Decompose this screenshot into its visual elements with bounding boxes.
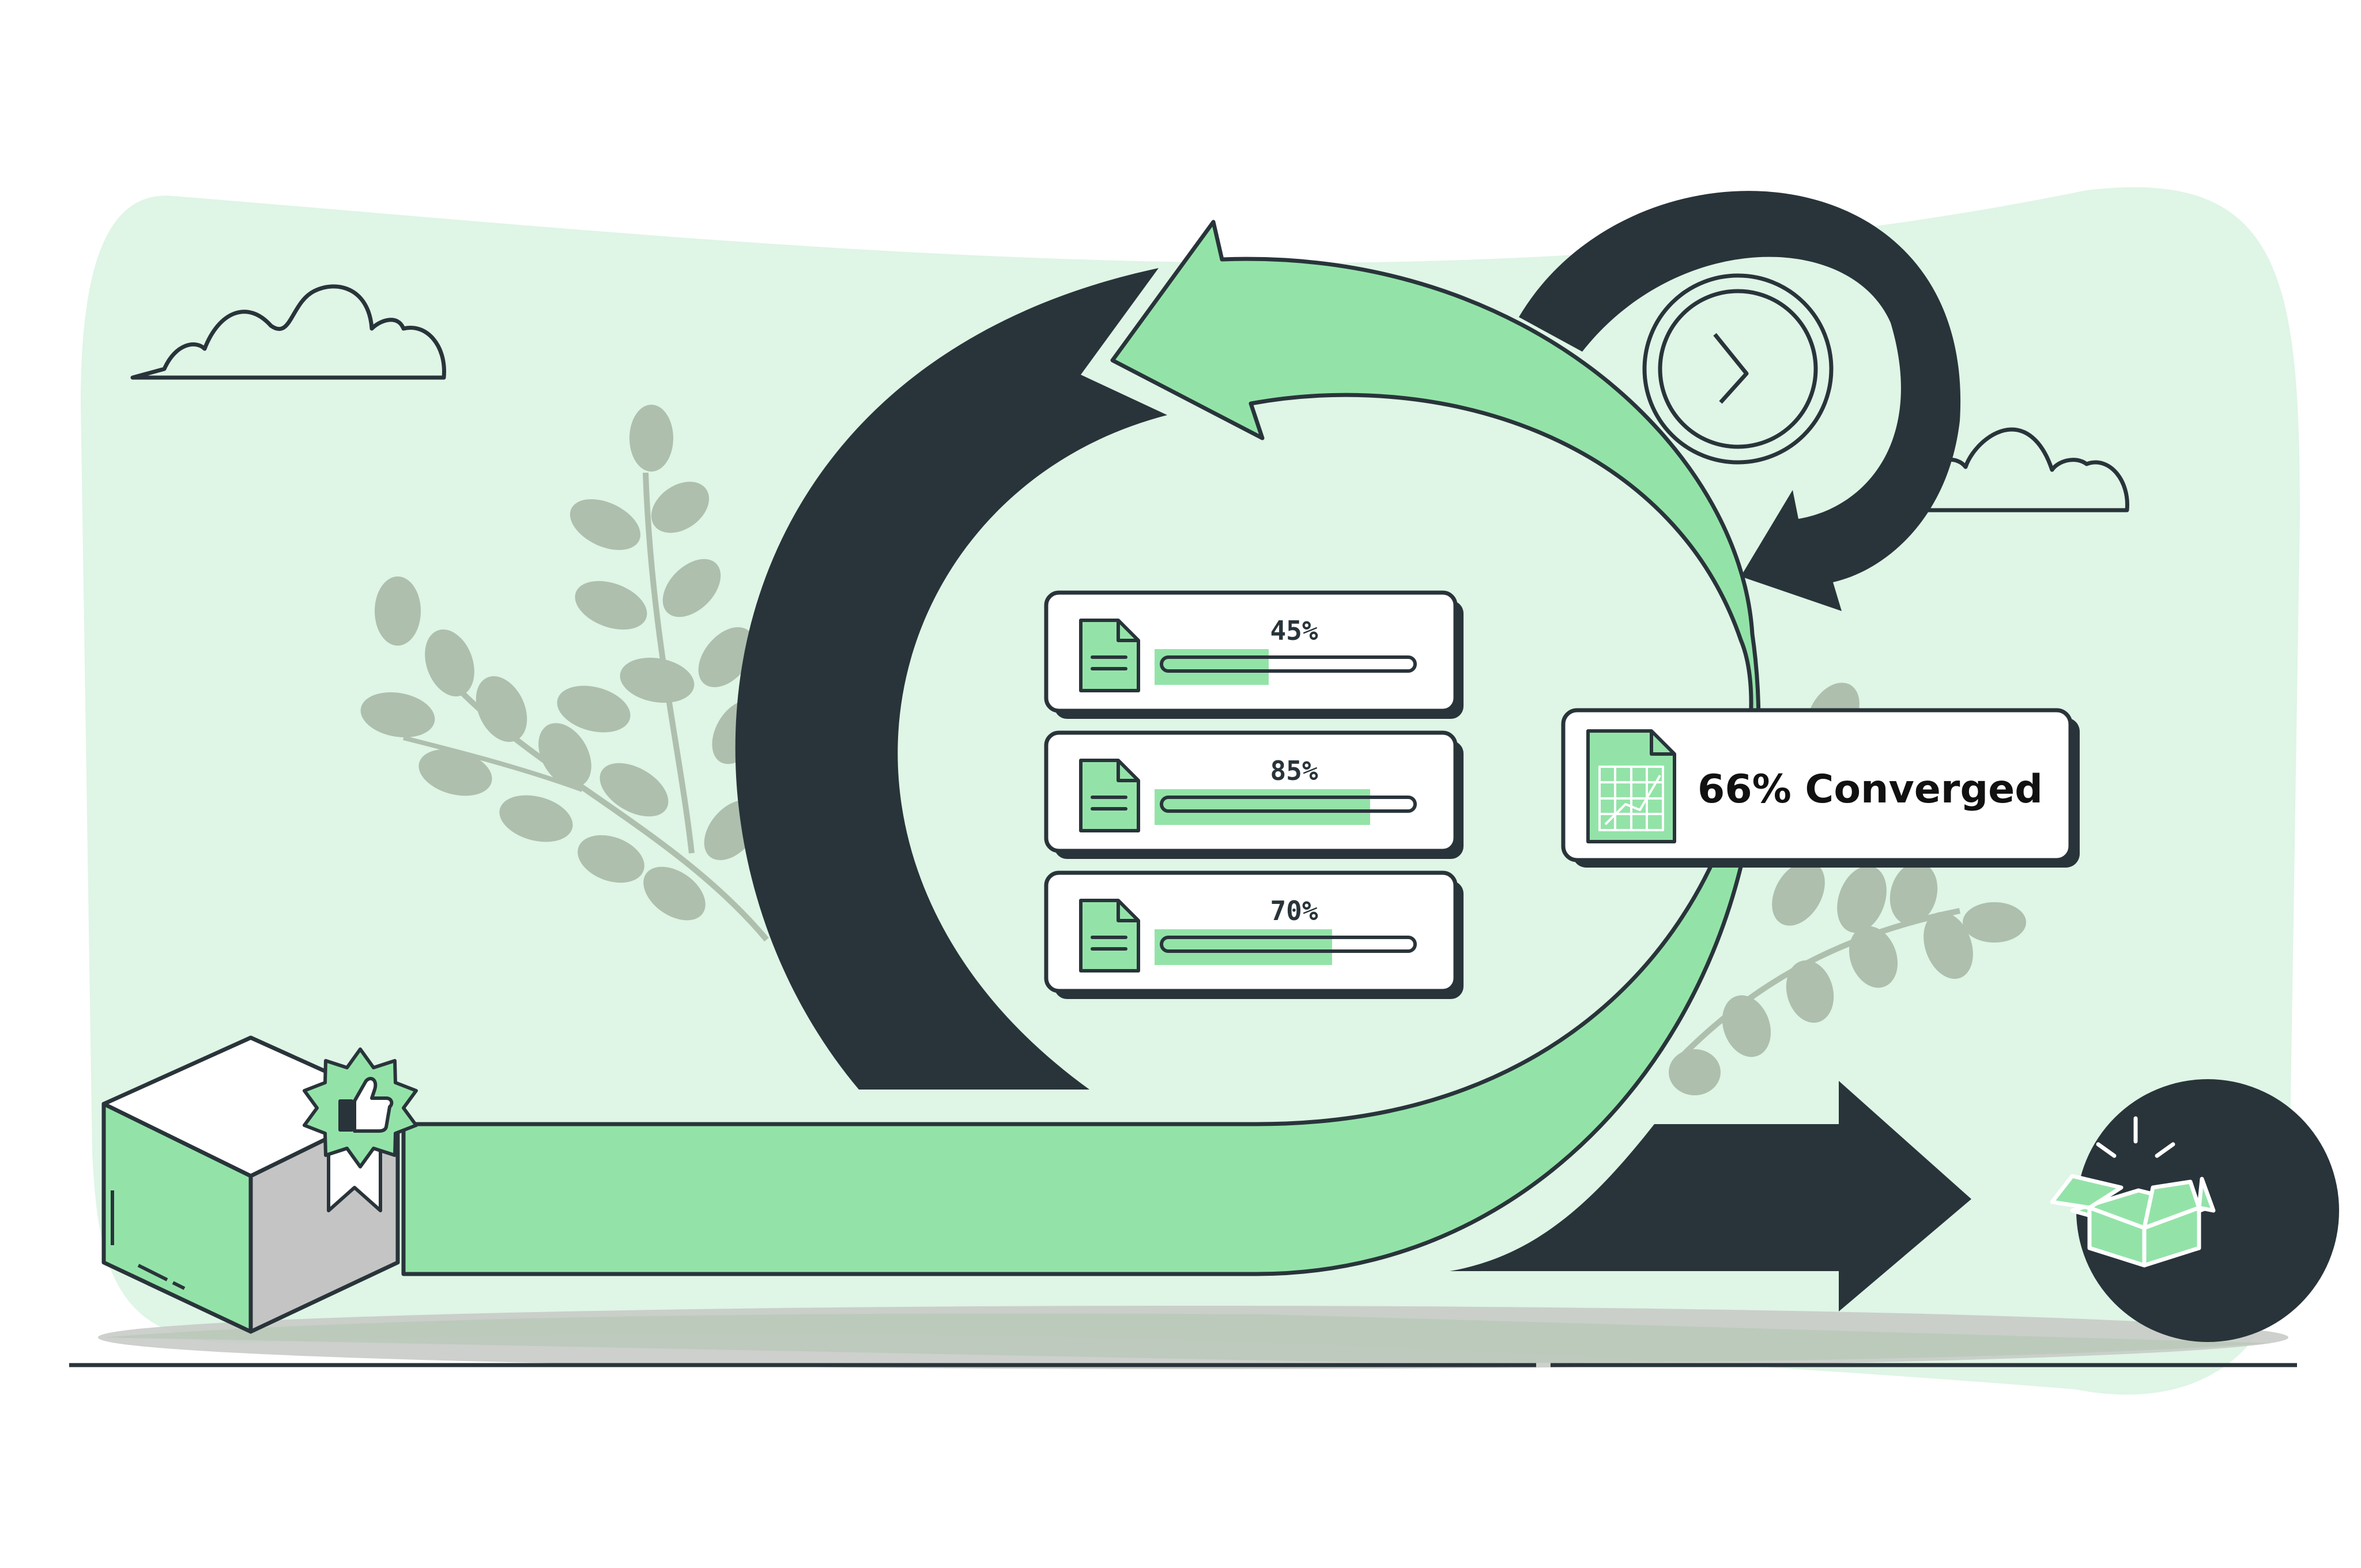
progress-track: [1160, 796, 1417, 813]
progress-percent-label: 85%: [1270, 755, 1318, 786]
cloud-icon: [130, 284, 446, 380]
convergence-label: 66% Converged: [1698, 767, 2043, 812]
clock-icon: [1642, 273, 1834, 465]
progress-card: 85%: [1044, 730, 1464, 859]
cloud-icon: [1923, 427, 2129, 512]
document-icon: [1079, 759, 1140, 832]
progress-percent-label: 45%: [1270, 615, 1318, 646]
ground-shadow-light: [104, 1313, 2271, 1363]
progress-fill: [1155, 789, 1370, 825]
spreadsheet-icon: [1586, 729, 1676, 843]
thumbs-up-badge-icon: [303, 1047, 418, 1212]
progress-list: 45% 85% 70%: [1044, 590, 1464, 999]
document-icon: [1079, 619, 1140, 692]
progress-card: 70%: [1044, 870, 1464, 999]
progress-card: 45%: [1044, 590, 1464, 719]
open-box-icon: [2050, 1079, 2339, 1342]
document-icon: [1079, 899, 1140, 973]
convergence-card: 66% Converged: [1561, 708, 2080, 868]
cycle-arrow-dark: [735, 268, 1167, 1090]
timebox-arrow: [1519, 191, 1961, 611]
progress-track: [1160, 936, 1417, 953]
progress-fill: [1155, 649, 1269, 685]
progress-percent-label: 70%: [1270, 895, 1318, 926]
progress-fill: [1155, 929, 1332, 965]
plant-branch: [360, 405, 2026, 1095]
deliver-arrow: [1450, 1081, 1971, 1311]
progress-track: [1160, 655, 1417, 673]
